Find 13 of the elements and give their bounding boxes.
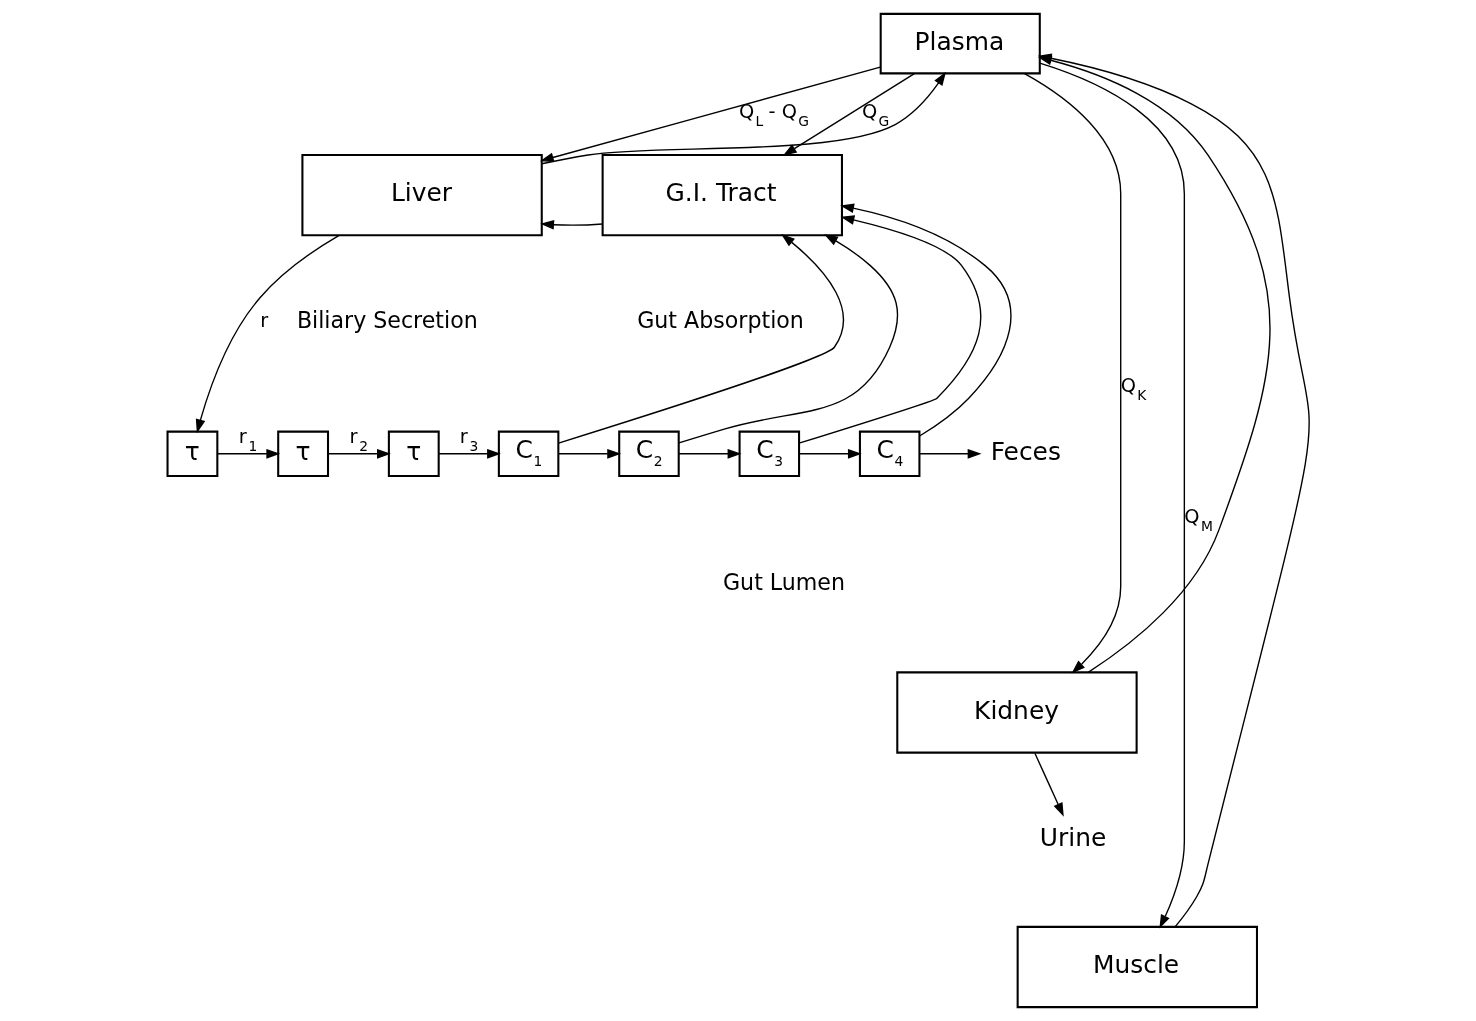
edge-label: Q$_{L}$ - Q$_{G}$ xyxy=(738,99,809,129)
edge-label: Q$_{M}$ xyxy=(1183,505,1213,535)
label: Biliary Secretion xyxy=(296,306,478,333)
edge-label: Q$_{K}$ xyxy=(1120,373,1146,403)
edge-label: r$_{3}$ xyxy=(459,424,478,454)
label: Gut Absorption xyxy=(636,306,804,333)
node-text: Feces xyxy=(990,436,1061,466)
label: Gut Lumen xyxy=(722,569,845,596)
edge-label: r$_{2}$ xyxy=(348,424,368,454)
edge-label: r$_{1}$ xyxy=(238,424,257,454)
edge-label: Q$_{G}$ xyxy=(861,99,889,129)
edge-label: r xyxy=(259,309,268,333)
node-text: Urine xyxy=(1039,822,1106,852)
